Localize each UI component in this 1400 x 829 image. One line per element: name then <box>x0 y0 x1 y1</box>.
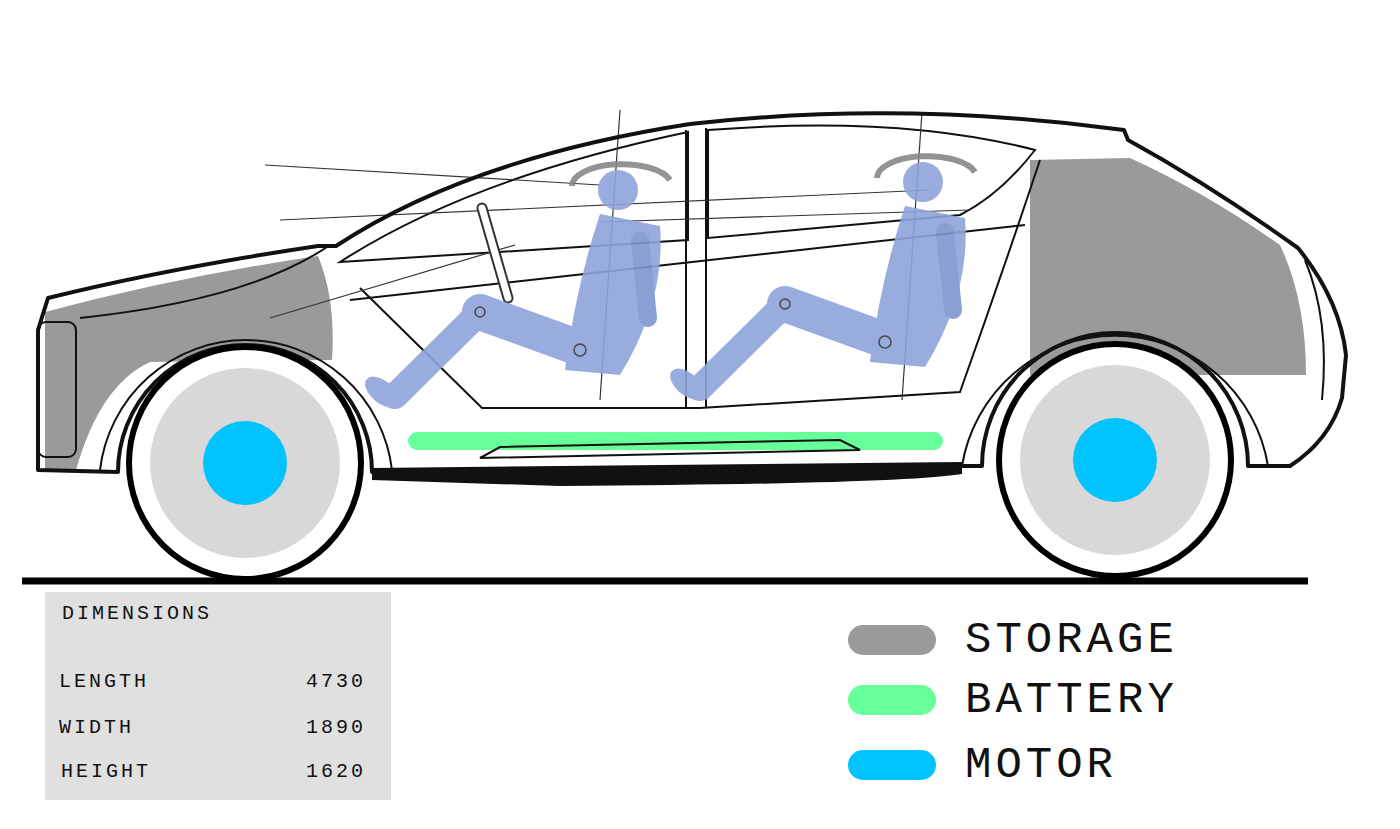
tire <box>999 344 1231 576</box>
headlight <box>38 322 76 457</box>
legend-swatch <box>848 685 936 715</box>
occupant-shin <box>395 312 480 396</box>
battery-pack <box>408 432 943 450</box>
legend-label: STORAGE <box>965 614 1178 666</box>
occupant <box>665 156 975 405</box>
sight-line <box>265 165 600 185</box>
panel-heading: DIMENSIONS <box>62 602 212 626</box>
legend-swatch <box>848 625 936 655</box>
occupant-head <box>598 170 638 210</box>
legend-item: MOTOR <box>848 737 1117 793</box>
steering-column <box>482 208 508 298</box>
rear-door-line <box>700 160 1040 408</box>
dimension-value: 1890 <box>306 716 366 740</box>
occupant-thigh <box>480 312 585 350</box>
steering-column <box>482 208 508 298</box>
dimension-name: LENGTH <box>59 670 149 694</box>
occupant <box>360 164 670 413</box>
occupant-arm <box>640 240 648 318</box>
knee-point <box>475 307 485 317</box>
legend-item: BATTERY <box>848 672 1178 728</box>
b-pillar <box>685 130 687 408</box>
battery-tray <box>480 440 860 458</box>
hip-point <box>574 344 586 356</box>
rear-window <box>708 126 1035 239</box>
rim <box>150 368 340 558</box>
occupant-foot <box>360 371 405 414</box>
dimension-value: 1620 <box>306 760 366 784</box>
legend-label: MOTOR <box>965 739 1117 791</box>
legend-label: BATTERY <box>965 674 1178 726</box>
dimensions-panel: DIMENSIONS LENGTH 4730WIDTH 1890HEIGHT 1620 <box>45 592 391 800</box>
dimension-name: WIDTH <box>59 716 134 740</box>
legend-swatch <box>848 750 936 780</box>
motor <box>1073 418 1157 502</box>
rear-wheel <box>999 344 1231 576</box>
dimension-value: 4730 <box>306 670 366 694</box>
front-wheel <box>129 347 361 579</box>
legend-item: STORAGE <box>848 612 1178 668</box>
dimension-name: HEIGHT <box>61 760 151 784</box>
sight-lines <box>265 110 970 400</box>
motor <box>203 421 287 505</box>
tire <box>129 347 361 579</box>
sight-line <box>270 245 515 318</box>
rim <box>1020 365 1210 555</box>
